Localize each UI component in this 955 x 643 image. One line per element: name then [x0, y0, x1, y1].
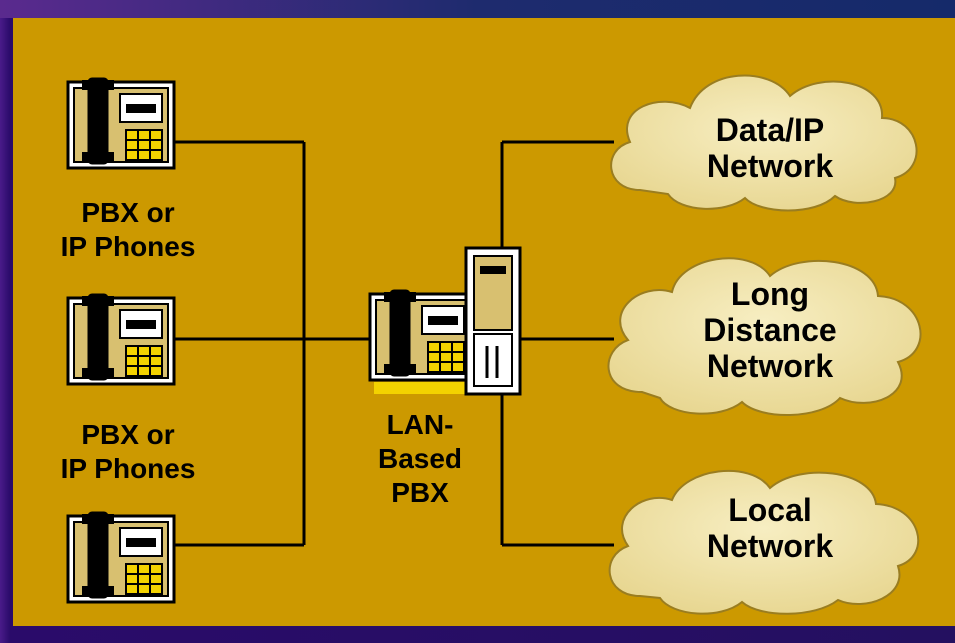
cloud-long-distance	[607, 257, 922, 417]
phone-icon	[66, 292, 176, 386]
cloud-label-long-distance: Long Distance Network	[703, 276, 837, 384]
phone-icon	[66, 76, 176, 170]
cloud-data-ip	[610, 74, 918, 212]
phones-group-label: PBX or IP Phones	[60, 197, 196, 262]
title-band	[0, 0, 955, 18]
phone-icon	[66, 510, 176, 604]
pbx-icon	[368, 246, 522, 396]
phones-group-label: PBX or IP Phones	[60, 419, 196, 484]
cloud-label-local: Local Network	[706, 492, 834, 564]
cloud-local	[608, 469, 920, 615]
cloud-label-data-ip: Data/IP Network	[706, 112, 834, 184]
pbx-label: LAN- Based PBX	[377, 409, 463, 508]
